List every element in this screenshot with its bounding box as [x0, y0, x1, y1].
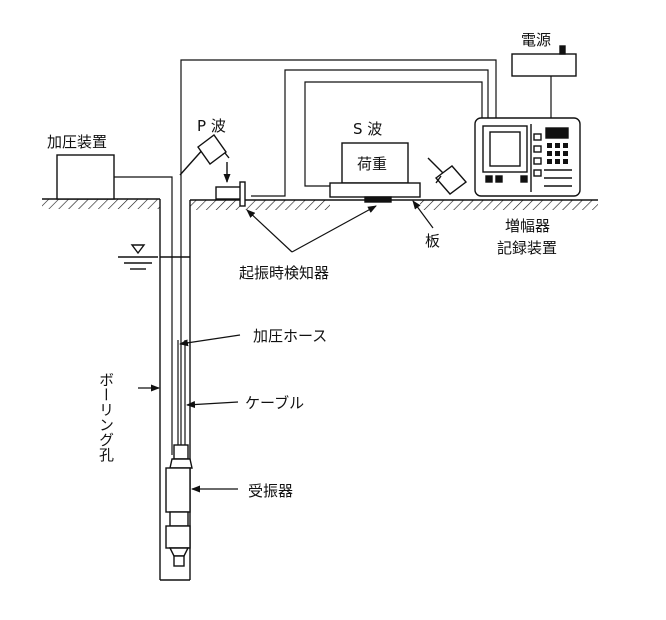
trigger-wire-inner: [304, 81, 483, 187]
plate: [329, 182, 421, 198]
power-supply-terminal: [559, 45, 566, 55]
pressure-hose-route: [114, 176, 173, 455]
pressurizer-label: 加圧装置: [47, 133, 107, 151]
cable-label: ケーブル: [245, 394, 304, 412]
p-wave-label: P 波: [197, 117, 226, 135]
plate-contact: [364, 196, 392, 203]
pressure-hose-label: 加圧ホース: [253, 327, 327, 345]
power-supply-box: [511, 53, 577, 77]
plate-label: 板: [425, 232, 440, 250]
load-block: [341, 142, 409, 184]
trigger-detector-post: [239, 181, 246, 207]
pressurizer-box: [56, 154, 115, 200]
amplifier-label-line2: 記録装置: [497, 239, 557, 257]
receiver-probe: [165, 444, 193, 567]
s-wave-label: S 波: [353, 120, 382, 138]
water-level-symbol: [118, 244, 190, 270]
trigger-wire-outer: [251, 69, 489, 197]
load-label: 荷重: [357, 155, 387, 173]
borehole: [159, 199, 191, 581]
p-wave-hammer-icon: [179, 134, 231, 183]
leader-arrows: [138, 200, 434, 493]
s-wave-hammer-icon: [427, 157, 468, 195]
cable-route: [180, 59, 497, 455]
power-supply-label: 電源: [521, 31, 551, 49]
trigger-detector-label: 起振時検知器: [239, 264, 329, 282]
receiver-label: 受振器: [248, 482, 293, 500]
ground-surface: [42, 198, 598, 210]
borehole-label: ボーリング孔: [97, 372, 115, 463]
amplifier-recorder-unit: [474, 117, 581, 197]
amplifier-label-line1: 増幅器: [505, 217, 550, 235]
